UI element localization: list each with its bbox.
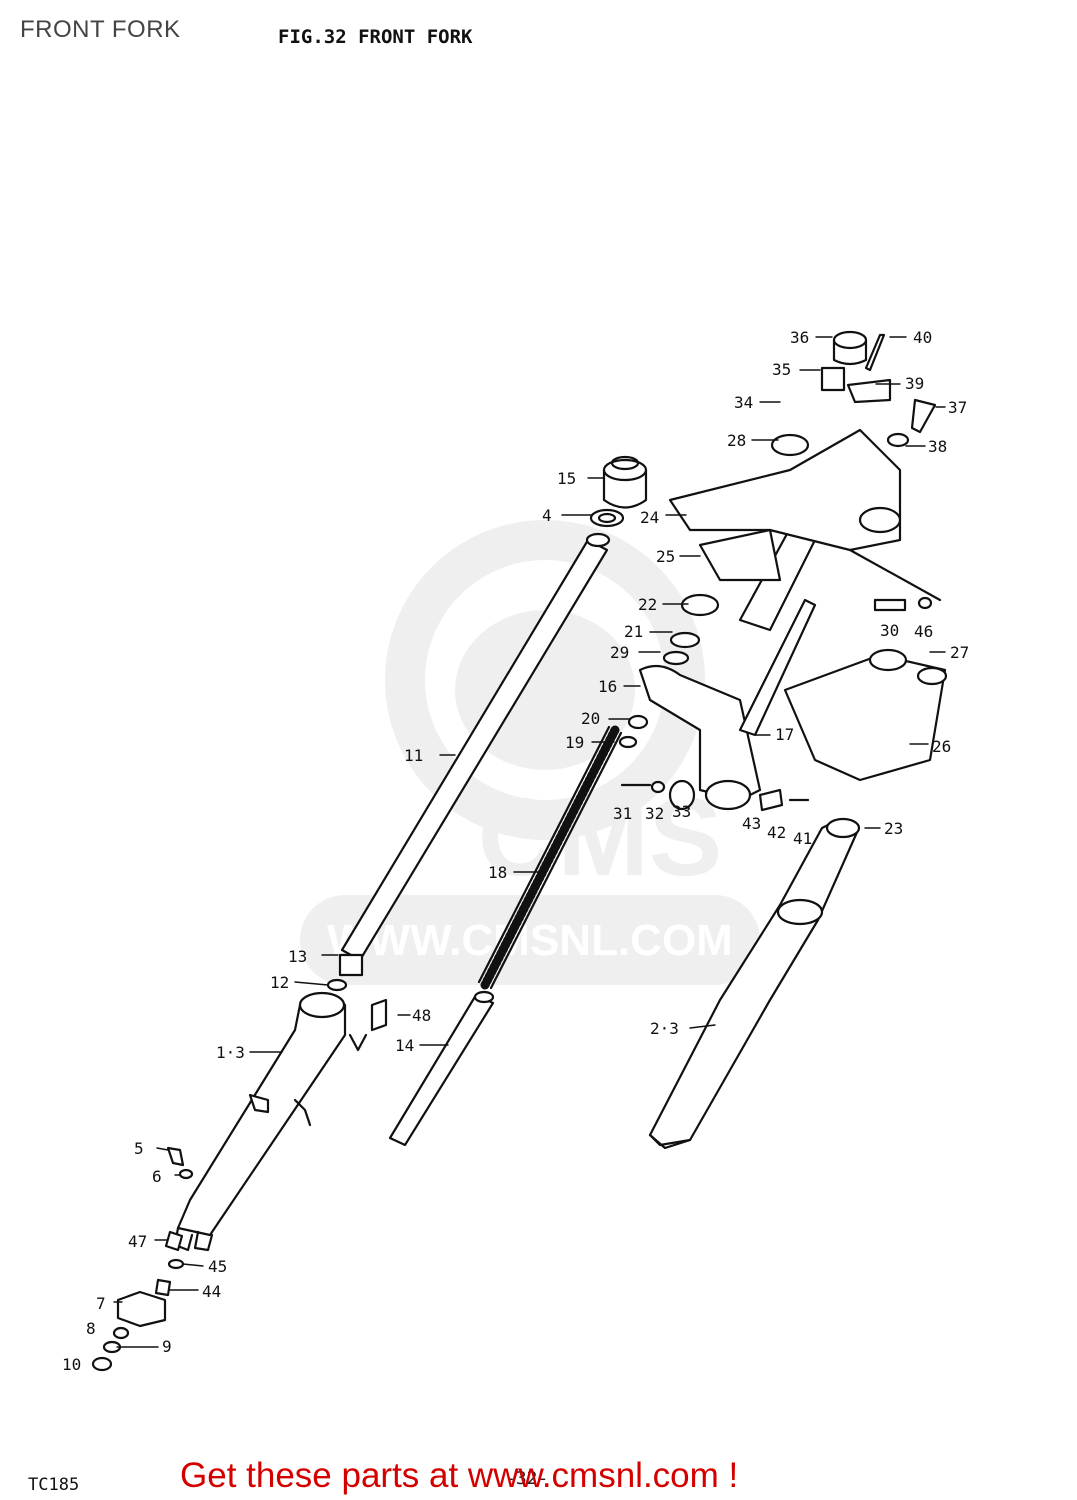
callout-45: 45 <box>208 1257 227 1276</box>
callout-34: 34 <box>734 393 753 412</box>
callout-9: 9 <box>162 1337 172 1356</box>
callout-labels: 15 4 11 13 12 1·3 5 6 47 45 44 7 8 9 10 … <box>62 328 969 1374</box>
callout-40: 40 <box>913 328 932 347</box>
callout-5: 5 <box>134 1139 144 1158</box>
spacer-tube <box>388 990 495 1147</box>
callout-22: 22 <box>638 595 657 614</box>
callout-6: 6 <box>152 1167 162 1186</box>
bearing-race-22 <box>680 593 720 617</box>
callout-8: 8 <box>86 1319 96 1338</box>
callout-11: 11 <box>404 746 423 765</box>
lower-bracket <box>783 648 948 782</box>
callout-37: 37 <box>948 398 967 417</box>
plate-39 <box>846 378 892 404</box>
callout-36: 36 <box>790 328 809 347</box>
drain-screw-5 <box>166 1146 185 1167</box>
callout-23: 23 <box>884 819 903 838</box>
bolt-30 <box>873 598 907 612</box>
callout-15: 15 <box>557 469 576 488</box>
callout-10: 10 <box>62 1355 81 1374</box>
bolt-35 <box>820 366 846 392</box>
outer-tube-left <box>173 991 347 1252</box>
watermark-text: WWW.CMSNL.COM <box>327 916 733 965</box>
callout-47: 47 <box>128 1232 147 1251</box>
bracket-25 <box>698 528 782 582</box>
callout-29: 29 <box>610 643 629 662</box>
callout-26: 26 <box>932 737 951 756</box>
fork-spring <box>477 725 623 990</box>
callout-41: 41 <box>793 829 812 848</box>
axle-holder-7 <box>116 1290 167 1328</box>
callout-42: 42 <box>767 823 786 842</box>
washer-38 <box>886 432 910 448</box>
figure-title: FIG.32 FRONT FORK <box>278 26 473 48</box>
bearing-seal-29 <box>662 650 690 666</box>
bolts-41-43 <box>758 788 810 812</box>
callout-17: 17 <box>775 725 794 744</box>
nut-32 <box>650 780 666 794</box>
bearing-20 <box>627 714 649 730</box>
bearing-21 <box>669 631 701 649</box>
callout-18: 18 <box>488 863 507 882</box>
bolt-44 <box>154 1278 172 1297</box>
seal-19 <box>618 735 638 749</box>
upper-bracket <box>668 428 942 602</box>
outer-tube-right <box>648 817 861 1150</box>
washer-45 <box>167 1258 185 1270</box>
part-33 <box>668 779 696 811</box>
callout-14: 14 <box>395 1036 414 1055</box>
callout-32: 32 <box>645 804 664 823</box>
callout-28: 28 <box>727 431 746 450</box>
model-code: TC185 <box>28 1475 80 1495</box>
callout-20: 20 <box>581 709 600 728</box>
callout-13: 13 <box>288 947 307 966</box>
callout-1-3: 1·3 <box>216 1043 245 1062</box>
callout-44: 44 <box>202 1282 221 1301</box>
page-label: FRONT FORK <box>20 16 181 43</box>
washer-46 <box>917 596 933 610</box>
clip-48 <box>348 998 388 1052</box>
callout-38: 38 <box>928 437 947 456</box>
cmsnl-watermark: WWW.CMSNL.COM CMS <box>300 520 760 985</box>
fork-cap-bolt <box>602 455 648 509</box>
callout-21: 21 <box>624 622 643 641</box>
stud-47 <box>164 1230 184 1252</box>
callout-25: 25 <box>656 547 675 566</box>
callout-4: 4 <box>542 506 552 525</box>
callout-12: 12 <box>270 973 289 992</box>
callout-7: 7 <box>96 1294 106 1313</box>
callout-48: 48 <box>412 1006 431 1025</box>
callout-24: 24 <box>640 508 659 527</box>
pin-40 <box>864 333 886 372</box>
page-number: -32- <box>505 1468 549 1489</box>
promo-link[interactable]: Get these parts at www.cmsnl.com ! <box>180 1456 739 1495</box>
callout-33: 33 <box>672 802 691 821</box>
callout-2-3: 2·3 <box>650 1019 679 1038</box>
gasket-6 <box>178 1168 194 1180</box>
callout-31: 31 <box>613 804 632 823</box>
stem-nut-36 <box>832 330 868 366</box>
steering-stem <box>638 598 817 811</box>
callout-30: 30 <box>880 621 899 640</box>
nut-10 <box>91 1356 113 1372</box>
callout-39: 39 <box>905 374 924 393</box>
callout-35: 35 <box>772 360 791 379</box>
callout-19: 19 <box>565 733 584 752</box>
piston-ring-13 <box>326 953 364 992</box>
callout-43: 43 <box>742 814 761 833</box>
callout-46: 46 <box>914 622 933 641</box>
callout-27: 27 <box>950 643 969 662</box>
callout-16: 16 <box>598 677 617 696</box>
callout-leaders <box>113 336 946 1348</box>
bolt-37 <box>910 398 937 434</box>
washer-4 <box>589 508 625 528</box>
washer-8 <box>112 1326 130 1340</box>
